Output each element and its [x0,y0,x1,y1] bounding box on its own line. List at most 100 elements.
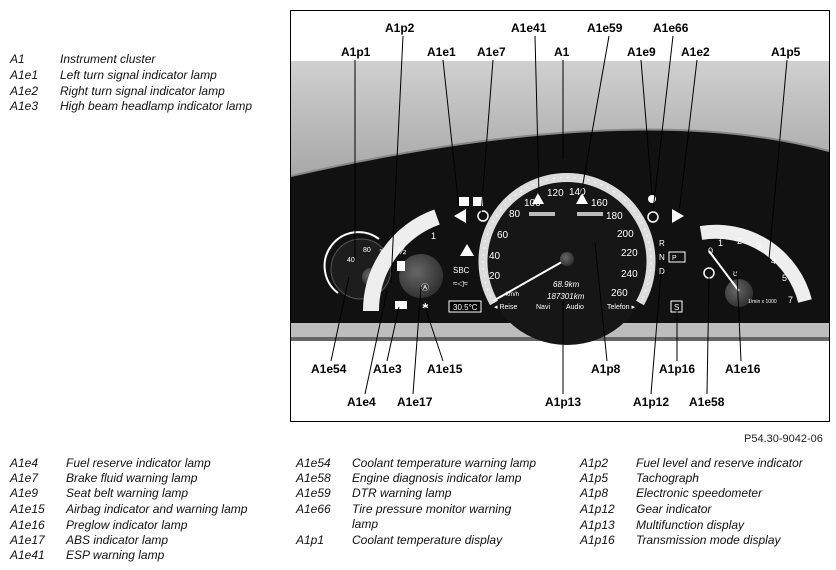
leader-line [678,59,698,214]
leader-line [640,59,653,196]
legend-code: A1e7 [10,471,39,485]
callout-label: A1e54 [311,362,347,376]
legend-item: A1e15 Airbag indicator and warning lamp [10,502,280,517]
leader-line [364,290,388,395]
legend-item: A1e9 Seat belt warning lamp [10,486,280,501]
leader-line [412,286,422,395]
legend-desc: Airbag indicator and warning lamp [66,502,248,516]
callout-label: A1p13 [545,395,581,409]
gear-r: R [659,239,665,248]
speed-tick-label: 220 [621,248,638,259]
callout-label: A1e58 [689,395,725,409]
rpm-unit: 1/min x 1000 [748,299,777,305]
rpm-tick-label: 4 [771,256,776,266]
menu-item: Telefon ▸ [607,304,636,311]
legend-desc: Transmission mode display [636,533,781,547]
coolant-tick-80: 80 [363,247,371,254]
speed-tick-label: 260 [611,288,628,299]
callout-label: A1e59 [587,21,623,35]
fuel-level-gauge: ½ 1 Ⓐ ✱ [363,209,443,312]
leader-line [706,276,710,395]
callout-label: A1e1 [427,45,456,59]
preglow-icon: ʊ [733,269,738,278]
leader-line [424,306,444,362]
legend-code: A1e17 [10,533,45,547]
callout-label: A1e17 [397,395,433,409]
esp-warning-icon [532,193,544,204]
legend-desc: Tire pressure monitor warning lamp [352,502,512,531]
callout-label: A1p8 [591,362,621,376]
legend-desc: High beam headlamp indicator lamp [60,99,253,113]
right-turn-arrow-icon [672,209,684,223]
speed-tick-label: 140 [569,187,586,198]
abs-icon: Ⓐ [421,283,429,292]
trip-readout: 68.9km [553,280,580,289]
callout-label: A1e2 [681,45,710,59]
speed-bar-right [577,212,603,216]
seat-icon [459,197,469,206]
legend-code: A1e2 [10,84,39,98]
legend-desc: Engine diagnosis indicator lamp [352,471,522,485]
legend-item: A1e1 Left turn signal indicator lamp [10,68,280,83]
rpm-tick-label: 1 [718,238,723,248]
legend-item: A1p1 Coolant temperature display [296,533,576,548]
tachometer-needle [708,250,740,292]
leader-line [534,35,540,196]
speed-tick-label: 200 [617,229,634,240]
legend-item: A1e2 Right turn signal indicator lamp [10,84,280,99]
legend-desc: Tachograph [636,471,699,485]
legend-item: A1e54 Coolant temperature warning lamp [296,456,576,471]
leader-line [652,35,674,212]
legend-item: A1e41 ESP warning lamp [10,548,280,563]
instrument-cluster-figure: 40 80 120°C ½ 1 Ⓐ ✱ SBC ≈◁≈ [290,10,830,422]
instrument-cluster-diagram: 40 80 120°C ½ 1 Ⓐ ✱ SBC ≈◁≈ [291,21,829,409]
callout-label: A1p2 [385,21,415,35]
leader-line [580,35,610,196]
leader-line [650,272,662,395]
leader-line [442,59,460,210]
brake-fluid-icon [477,210,489,222]
legend-desc: Fuel level and reserve indicator [636,456,803,470]
legend-code: A1e54 [296,456,331,470]
leader-line [386,306,400,362]
tire-pressure-icon [647,211,659,223]
legend-item: A1e59 DTR warning lamp [296,486,576,501]
menu-item: ◂ Reise [494,304,517,311]
legend-code: A1e4 [10,456,39,470]
legend-code: A1e59 [296,486,331,500]
legend-item: A1e58 Engine diagnosis indicator lamp [296,471,576,486]
legend-desc: ABS indicator lamp [66,533,169,547]
leader-line [768,59,788,260]
outside-temp-box [448,300,482,313]
rpm-tick-label: 7 [788,295,793,305]
left-turn-arrow-icon [454,209,466,223]
legend-code: A1p8 [580,486,609,500]
speed-bar-left [529,212,555,216]
legend-desc: Instrument cluster [60,52,156,66]
legend-desc: ESP warning lamp [66,548,165,562]
legend-item: A1p8 Electronic speedometer [580,486,830,501]
speed-tick-label: 240 [621,269,638,280]
airbag-icon: ✱ [422,302,429,311]
legend-code: A1 [10,52,25,66]
speed-unit: km/h [506,292,519,298]
callout-label: A1e7 [477,45,506,59]
legend-desc: Left turn signal indicator lamp [60,68,217,82]
transmission-mode: S [674,303,679,312]
rpm-tick-label: 0 [708,246,713,256]
warning-triangle-icon [460,244,474,256]
callout-label: A1 [554,45,570,59]
speedometer-needle [492,258,568,302]
speed-tick-label: 80 [509,209,521,220]
gear-n: N [659,253,665,262]
legend-code: A1e16 [10,518,45,532]
legend-code: A1p1 [296,533,325,547]
dtr-warning-icon [576,193,588,204]
speed-tick-label: 160 [591,198,608,209]
leader-line [594,242,608,362]
speed-tick-label: 120 [547,188,564,199]
legend-item: A1e7 Brake fluid warning lamp [10,471,280,486]
gear-p: P [672,255,677,262]
gear-d: D [659,267,665,276]
callout-label: A1e15 [427,362,463,376]
